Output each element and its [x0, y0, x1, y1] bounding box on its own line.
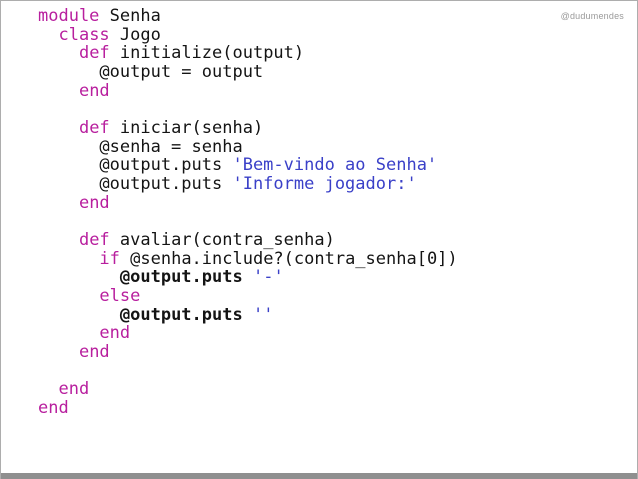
code-token-plain [38, 267, 120, 287]
code-token-plain [243, 267, 253, 287]
code-token-plain [38, 249, 99, 269]
bottom-bar [1, 473, 637, 479]
code-token-plain: Senha [99, 6, 161, 26]
code-line: class Jogo [38, 24, 458, 45]
code-line: @output.puts 'Bem-vindo ao Senha' [38, 156, 458, 175]
code-token-plain [38, 323, 99, 343]
code-token-keyword: end [99, 323, 131, 344]
code-line: end [38, 80, 458, 101]
code-token-plain [38, 230, 79, 250]
code-token-plain [38, 305, 120, 325]
code-line: if @senha.include?(contra_senha[0]) [38, 248, 458, 269]
code-token-keyword: class [58, 24, 110, 45]
code-token-plain [38, 286, 99, 306]
code-token-plain: Jogo [109, 24, 161, 45]
code-token-keyword: end [38, 397, 69, 418]
code-line: end [38, 192, 458, 213]
code-line: module Senha [38, 7, 458, 26]
code-token-plain: @senha = senha [38, 136, 243, 157]
code-token-string: '' [252, 304, 274, 325]
code-token-keyword: end [78, 341, 110, 362]
code-line [38, 212, 458, 231]
code-token-plain [38, 81, 79, 101]
code-line: @senha = senha [38, 136, 458, 157]
code-token-plain [38, 43, 79, 63]
code-token-keyword: if [99, 248, 120, 269]
code-line [38, 361, 458, 380]
code-line: end [38, 380, 458, 399]
code-line: def initialize(output) [38, 44, 458, 63]
code-line: def iniciar(senha) [38, 119, 458, 138]
code-token-keyword: module [38, 6, 100, 26]
code-line: @output.puts '' [38, 304, 458, 325]
code-line [38, 100, 458, 119]
code-token-keyword: end [78, 80, 110, 101]
code-line: @output.puts '-' [38, 268, 458, 287]
code-token-string: 'Bem-vindo ao Senha' [232, 155, 438, 176]
code-token-keyword: else [99, 285, 141, 306]
code-token-plain [38, 342, 79, 362]
code-token-plain: @output.puts [38, 173, 233, 194]
code-line: def avaliar(contra_senha) [38, 231, 458, 250]
code-token-keyword: end [58, 379, 90, 400]
code-token-keyword: def [78, 229, 110, 250]
code-token-emphasis: @output.puts [119, 267, 243, 288]
watermark: @dudumendes [560, 11, 624, 21]
code-token-plain [38, 118, 79, 138]
code-line: end [38, 397, 458, 418]
code-token-plain [38, 25, 58, 45]
code-token-plain: @senha.include?(contra_senha[0]) [119, 248, 458, 269]
code-line: @output = output [38, 63, 458, 82]
code-token-plain: @output.puts [38, 155, 233, 176]
code-token-plain: @output = output [38, 61, 264, 82]
code-token-keyword: def [78, 117, 110, 138]
code-token-plain [243, 305, 253, 325]
code-token-plain: initialize(output) [109, 43, 305, 64]
code-token-keyword: def [78, 43, 110, 64]
code-token-plain [38, 379, 58, 399]
code-token-emphasis: @output.puts [119, 304, 243, 325]
code-line: end [38, 324, 458, 343]
code-token-plain: avaliar(contra_senha) [109, 229, 335, 250]
code-line: @output.puts 'Informe jogador:' [38, 175, 458, 194]
code-block: module Senha class Jogo def initialize(o… [38, 7, 458, 417]
code-line: end [38, 341, 458, 362]
code-token-keyword: end [78, 192, 110, 213]
code-line: else [38, 287, 458, 306]
code-token-string: 'Informe jogador:' [232, 173, 417, 194]
code-token-plain: iniciar(senha) [109, 117, 264, 138]
code-token-string: '-' [252, 267, 284, 288]
code-token-plain [38, 193, 79, 213]
